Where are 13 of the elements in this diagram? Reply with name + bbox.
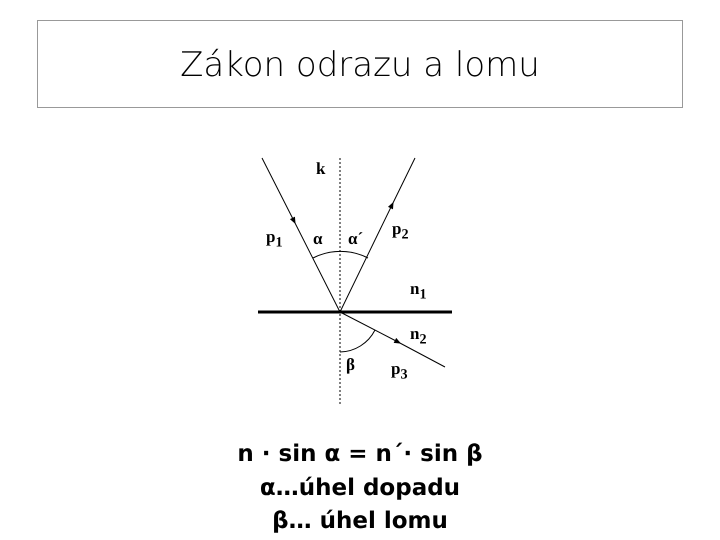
angle-label: α´ [348, 230, 364, 247]
axis-label: k [316, 160, 326, 177]
caption-line: β… úhel lomu [272, 508, 448, 534]
angle-label: β [346, 356, 355, 373]
medium-label: n$_{2}$ [410, 325, 427, 347]
ray-label: p$_{2}$ [392, 220, 409, 242]
ray-label: p$_{3}$ [391, 360, 408, 382]
formula: n · sin α = n´· sin β [237, 441, 483, 467]
caption-line: α…úhel dopadu [260, 475, 460, 501]
medium-label: n$_{1}$ [410, 280, 427, 302]
angle-label: α [313, 230, 322, 247]
slide-title: Zákon odrazu a lomu [179, 45, 541, 85]
ray-label: p$_{1}$ [266, 228, 283, 250]
